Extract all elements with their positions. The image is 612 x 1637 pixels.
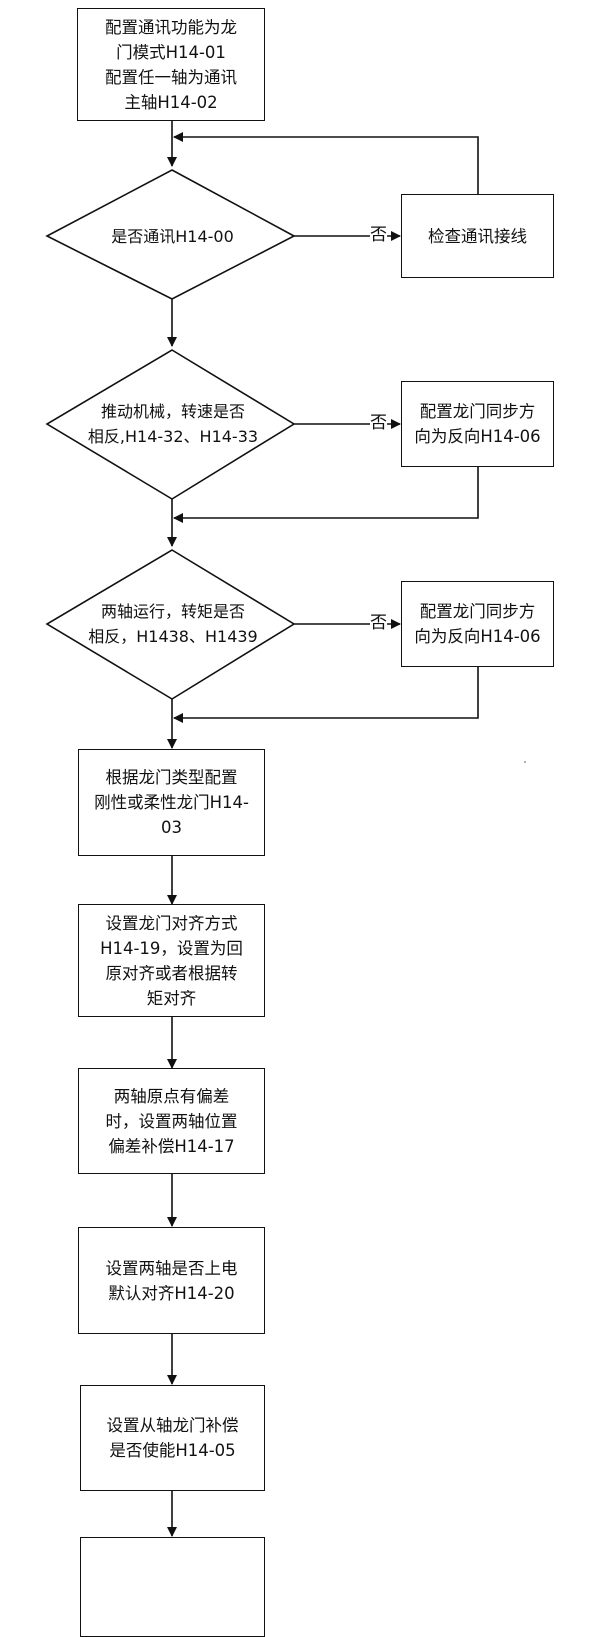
process-align-mode-text: 设置龙门对齐方式 H14-19，设置为回 原对齐或者根据转 矩对齐 bbox=[100, 913, 243, 1008]
decision-torque-reverse: 两轴运行，转矩是否 相反，H1438、H1439 bbox=[58, 598, 288, 650]
process-set-reverse-2-text: 配置龙门同步方 向为反向H14-06 bbox=[414, 602, 541, 646]
process-check-wiring-text: 检查通讯接线 bbox=[428, 226, 527, 246]
edge-label-no-2: 否 bbox=[370, 413, 387, 433]
process-gantry-type-text: 根据龙门类型配置 刚性或柔性龙门H14- 03 bbox=[94, 768, 249, 837]
process-start-text: 配置通讯功能为龙 门模式H14-01 配置任一轴为通讯 主轴H14-02 bbox=[105, 17, 237, 112]
process-power-on-align: 设置两轴是否上电 默认对齐H14-20 bbox=[78, 1227, 265, 1334]
decision-communication: 是否通讯H14-00 bbox=[60, 210, 285, 262]
edge-label-no-3: 否 bbox=[370, 613, 387, 633]
process-offset-comp: 两轴原点有偏差 时，设置两轴位置 偏差补偿H14-17 bbox=[78, 1068, 265, 1174]
decision-speed-reverse: 推动机械，转速是否 相反,H14-32、H14-33 bbox=[58, 398, 288, 450]
edge-fix3-p1 bbox=[173, 667, 479, 723]
process-gantry-type: 根据龙门类型配置 刚性或柔性龙门H14- 03 bbox=[78, 749, 265, 856]
process-set-reverse-1: 配置龙门同步方 向为反向H14-06 bbox=[401, 381, 554, 467]
process-power-on-align-text: 设置两轴是否上电 默认对齐H14-20 bbox=[105, 1258, 238, 1303]
process-slave-comp: 设置从轴龙门补偿 是否使能H14-05 bbox=[80, 1385, 265, 1491]
process-offset-comp-text: 两轴原点有偏差 时，设置两轴位置 偏差补偿H14-17 bbox=[105, 1086, 238, 1156]
edge-fix2-d3 bbox=[173, 467, 479, 523]
process-start: 配置通讯功能为龙 门模式H14-01 配置任一轴为通讯 主轴H14-02 bbox=[77, 8, 265, 121]
process-check-wiring: 检查通讯接线 bbox=[401, 194, 554, 278]
process-slave-comp-text: 设置从轴龙门补偿 是否使能H14-05 bbox=[106, 1416, 239, 1460]
decision-torque-reverse-text: 两轴运行，转矩是否 相反，H1438、H1439 bbox=[88, 602, 258, 646]
edge-label-no-1: 否 bbox=[370, 225, 387, 245]
process-set-reverse-1-text: 配置龙门同步方 向为反向H14-06 bbox=[414, 402, 541, 446]
edge-fix1-d1 bbox=[173, 132, 479, 194]
decision-speed-reverse-text: 推动机械，转速是否 相反,H14-32、H14-33 bbox=[87, 402, 259, 446]
decision-d2-shape bbox=[45, 349, 296, 500]
process-final-partial bbox=[80, 1537, 265, 1637]
stray-dot bbox=[524, 761, 526, 763]
process-align-mode: 设置龙门对齐方式 H14-19，设置为回 原对齐或者根据转 矩对齐 bbox=[78, 904, 265, 1017]
decision-d1-shape bbox=[45, 169, 296, 300]
decision-d3-shape bbox=[45, 549, 296, 700]
process-set-reverse-2: 配置龙门同步方 向为反向H14-06 bbox=[401, 581, 554, 667]
decision-communication-text: 是否通讯H14-00 bbox=[111, 226, 234, 246]
